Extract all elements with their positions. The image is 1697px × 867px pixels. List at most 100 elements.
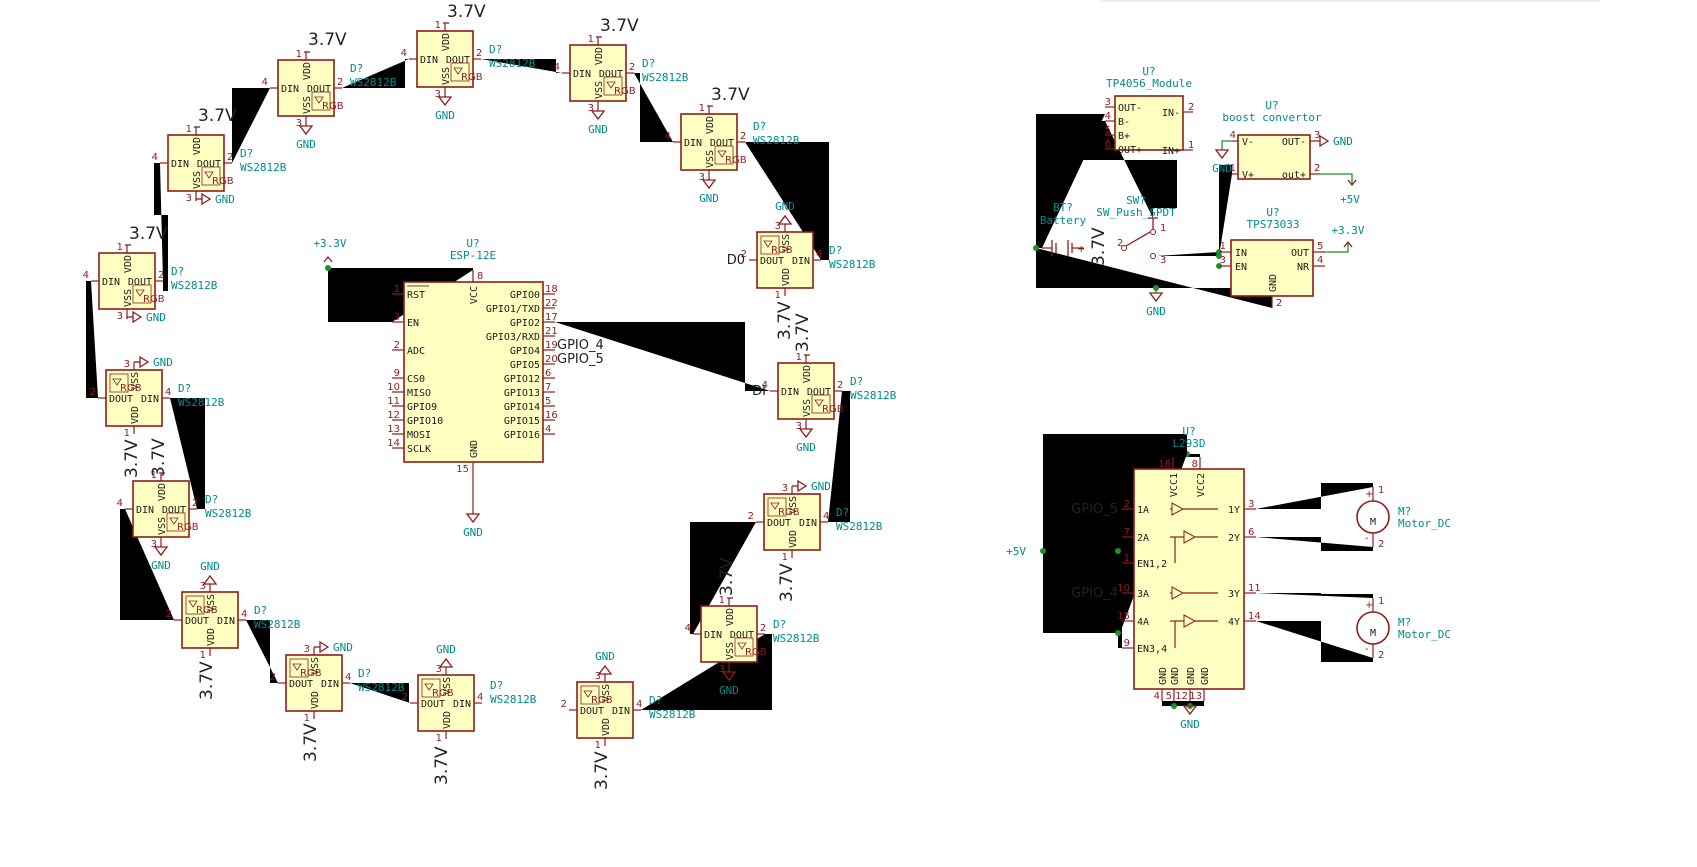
voltage-label: 3.7V bbox=[600, 16, 639, 36]
pin-number: 1 bbox=[595, 740, 601, 751]
dout-pin-label: DOUT bbox=[162, 505, 186, 516]
led-reference: D?WS2812B bbox=[649, 694, 696, 721]
gnd-symbol: GND bbox=[797, 479, 831, 493]
pin-number: 3 bbox=[1314, 130, 1320, 141]
voltage-label: 3.7V bbox=[149, 438, 169, 477]
esp-net-gpio4: GPIO_4 bbox=[557, 338, 604, 353]
vdd-pin-label: VDD bbox=[192, 137, 203, 155]
dout-pin-label: DOUT bbox=[710, 138, 734, 149]
pin-number: 3 bbox=[117, 311, 123, 322]
led-icon bbox=[132, 284, 152, 304]
led-value: WS2812B bbox=[850, 389, 897, 402]
gnd-triangle bbox=[1319, 134, 1330, 148]
pin-number: 19 bbox=[545, 340, 558, 351]
rgb-label: RGB bbox=[822, 404, 844, 415]
l293d-pin: 2A bbox=[1137, 533, 1149, 544]
dout-pin-label: DOUT bbox=[446, 55, 470, 66]
dout-pin-label: DOUT bbox=[185, 616, 209, 627]
esp-pin-gpio14: GPIO14 bbox=[504, 402, 540, 413]
led-value: WS2812B bbox=[254, 618, 301, 631]
led-reference: D?WS2812B bbox=[836, 506, 883, 533]
din-pin-label: DIN bbox=[420, 55, 438, 66]
led-icon bbox=[311, 91, 331, 111]
pin-number: 4 bbox=[165, 387, 171, 398]
pin-number: 9 bbox=[394, 368, 400, 379]
pin-number: 1 bbox=[796, 352, 802, 363]
power-arrow bbox=[323, 255, 333, 263]
pin-number: 4 bbox=[545, 424, 551, 435]
tps-pin: GND bbox=[1268, 274, 1279, 292]
wire-segment bbox=[745, 142, 829, 260]
din-pin-label: DIN bbox=[453, 699, 471, 710]
gnd-symbol: GND bbox=[296, 125, 316, 151]
vss-pin-label: VSS bbox=[781, 234, 792, 252]
pin-number: 1 bbox=[436, 733, 442, 744]
gnd-triangle bbox=[438, 657, 454, 668]
wire-segment bbox=[634, 73, 673, 142]
gnd-symbol: GND bbox=[595, 650, 615, 675]
esp-pin-rst: RST bbox=[407, 290, 425, 301]
voltage-label: 3.7V bbox=[198, 106, 237, 126]
gnd-label: GND bbox=[811, 480, 831, 493]
dout-pin-label: DOUT bbox=[807, 387, 831, 398]
switch-contact bbox=[1121, 245, 1127, 251]
pin-number: 6 bbox=[1248, 527, 1254, 538]
switch-lever bbox=[1125, 231, 1151, 247]
gnd-label: GND bbox=[146, 311, 166, 324]
diode-icon bbox=[737, 642, 747, 650]
pin-number: 2 bbox=[1124, 499, 1130, 510]
pin-number: 1 bbox=[200, 650, 206, 661]
esp-pin-gpio5: GPIO5 bbox=[510, 360, 540, 371]
gnd-symbol: GND bbox=[699, 179, 719, 205]
diode-icon bbox=[763, 240, 773, 248]
gnd-symbol: GND bbox=[588, 110, 608, 136]
led-reference: D?WS2812B bbox=[171, 265, 218, 292]
vdd-pin-label: VDD bbox=[725, 608, 736, 626]
wire-segment bbox=[1256, 537, 1373, 551]
pin-number: 2 bbox=[629, 62, 635, 73]
gnd-triangle bbox=[590, 110, 606, 121]
gnd-triangle bbox=[139, 355, 150, 369]
boost-pin: OUT- bbox=[1282, 137, 1306, 148]
rgb-label: RGB bbox=[212, 176, 234, 187]
led-icon bbox=[421, 678, 441, 698]
pin-number: 2 bbox=[741, 249, 747, 260]
pin-number: 2 bbox=[1378, 539, 1384, 550]
gnd-label: GND bbox=[151, 559, 171, 572]
gnd-triangle bbox=[721, 671, 737, 682]
led-value: WS2812B bbox=[178, 396, 225, 409]
pin-number: 1 bbox=[699, 103, 705, 114]
l293d-body bbox=[1133, 468, 1245, 690]
led-value: WS2812B bbox=[753, 134, 800, 147]
vdd-pin-label: VDD bbox=[206, 628, 217, 646]
led-value: WS2812B bbox=[489, 57, 536, 70]
boost-ref: U? bbox=[1265, 99, 1278, 112]
l293d-pin: GND bbox=[1158, 667, 1169, 685]
led-body bbox=[98, 252, 156, 310]
din-pin-label: DIN bbox=[792, 256, 810, 267]
power-section: U?TP4056_Module3OUT-4B-5B+6OUT+2IN-1IN+U… bbox=[1040, 65, 1365, 309]
wire-segment bbox=[1320, 173, 1353, 185]
esp-pin-gpio16: GPIO16 bbox=[504, 430, 540, 441]
junction-dot bbox=[1115, 548, 1121, 554]
voltage-label: 3.7V bbox=[197, 661, 217, 700]
pin-number: 2 bbox=[748, 511, 754, 522]
gnd-triangle bbox=[202, 574, 218, 585]
pin-number: 15 bbox=[456, 464, 469, 475]
motor-minus: - bbox=[1365, 533, 1369, 544]
pin-number: 1 bbox=[296, 49, 302, 60]
rgb-label: RGB bbox=[432, 688, 454, 699]
wire-segment bbox=[1221, 140, 1232, 150]
